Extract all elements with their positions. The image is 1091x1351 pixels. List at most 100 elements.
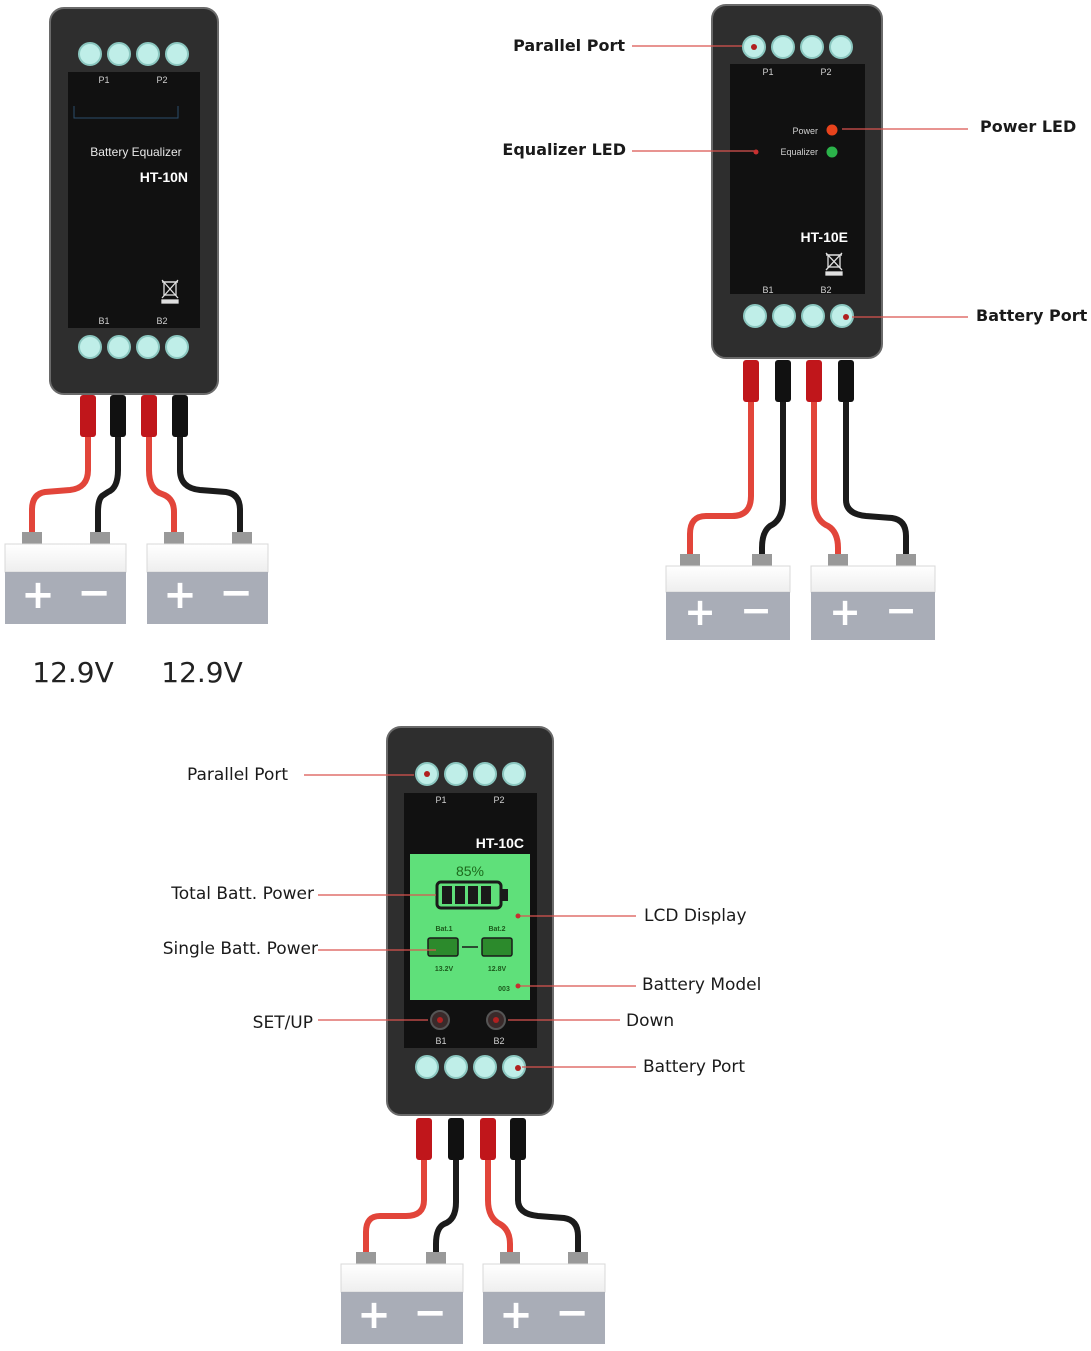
red-connector [416, 1118, 432, 1160]
lcd-model-code: 003 [498, 986, 510, 993]
minus-sign: − [555, 1290, 589, 1336]
callouts-ht10c [304, 774, 636, 1068]
terminal [772, 304, 796, 328]
highlight-dot [515, 1065, 521, 1071]
battery-1-voltage: 12.9V [32, 656, 114, 689]
port-label-b2: B2 [820, 285, 831, 295]
black-connector [775, 360, 791, 402]
red-connector [743, 360, 759, 402]
callout-parallel-port: Parallel Port [187, 765, 288, 785]
wires-ht10e [687, 377, 909, 563]
terminal [502, 762, 526, 786]
port-label-p2: P2 [156, 75, 167, 85]
weee-bin-icon [825, 252, 843, 276]
lcd-single-battery-icons [427, 937, 513, 957]
panel-bracket [73, 106, 179, 119]
minus-sign: − [885, 588, 917, 632]
battery-1: + − [340, 1252, 464, 1344]
lcd-batt1-label: Bat.1 [435, 926, 452, 933]
terminal [415, 1055, 439, 1079]
callout-battery-port: Battery Port [976, 306, 1088, 325]
lcd-batt1-voltage: 13.2V [435, 966, 454, 973]
battery-port-terminal [830, 304, 854, 328]
lcd-display [410, 854, 530, 1000]
terminal [78, 335, 102, 359]
callout-battery-port: Battery Port [643, 1057, 745, 1077]
device-title: Battery Equalizer [90, 145, 181, 159]
device-panel [730, 64, 865, 294]
terminal-row-top [742, 35, 853, 59]
red-connector [806, 360, 822, 402]
device-ht10e: P1 P2 Power Equalizer HT-10E B1 B2 [502, 4, 1088, 640]
callouts-ht10e [632, 45, 968, 318]
battery-1: + − [4, 532, 127, 624]
equalizer-led [826, 146, 838, 158]
highlight-dot [843, 314, 849, 320]
terminal-row-bottom [743, 304, 854, 328]
callout-total-power: Total Batt. Power [170, 884, 314, 904]
plus-sign: + [499, 1292, 533, 1338]
callout-equalizer-led: Equalizer LED [502, 140, 626, 159]
black-connector [448, 1118, 464, 1160]
black-connector [838, 360, 854, 402]
plus-sign: + [21, 572, 55, 618]
device-model: HT-10C [476, 835, 524, 851]
plus-sign: + [684, 590, 716, 634]
terminal [78, 42, 102, 66]
port-label-p2: P2 [493, 795, 504, 805]
plus-sign: + [163, 572, 197, 618]
minus-sign: − [219, 570, 253, 616]
black-connector [172, 395, 188, 437]
battery-1: + − [665, 554, 791, 640]
callout-set-up: SET/UP [253, 1013, 313, 1033]
terminal [743, 304, 767, 328]
terminal [107, 335, 131, 359]
red-connector [80, 395, 96, 437]
port-label-b1: B1 [435, 1036, 446, 1046]
device-model: HT-10N [140, 169, 188, 185]
battery-port-terminal [502, 1055, 526, 1079]
callout-battery-model: Battery Model [642, 975, 761, 995]
battery-2-voltage: 12.9V [161, 656, 243, 689]
device-model: HT-10E [801, 229, 848, 245]
terminal [444, 1055, 468, 1079]
port-label-b2: B2 [156, 316, 167, 326]
callout-power-led: Power LED [980, 117, 1076, 136]
terminal [829, 35, 853, 59]
equalizer-led-label: Equalizer [780, 147, 818, 157]
highlight-dot [437, 1017, 443, 1023]
power-led-label: Power [792, 126, 818, 136]
lcd-percent: 85% [456, 863, 484, 879]
terminal [800, 35, 824, 59]
terminal [165, 335, 189, 359]
terminal-row-top [78, 42, 189, 66]
black-connector [510, 1118, 526, 1160]
device-panel [68, 72, 200, 328]
battery-2: + − [810, 554, 936, 640]
port-label-b1: B1 [98, 316, 109, 326]
callout-lcd-display: LCD Display [644, 906, 747, 926]
terminal [473, 1055, 497, 1079]
lcd-total-battery-icon [435, 880, 508, 910]
wires-ht10c [363, 1137, 581, 1261]
minus-sign: − [77, 570, 111, 616]
minus-sign: − [413, 1290, 447, 1336]
wires-ht10n [29, 417, 243, 543]
callout-down: Down [626, 1011, 674, 1031]
callout-dot [515, 983, 521, 989]
port-label-p1: P1 [762, 67, 773, 77]
highlight-dot [493, 1017, 499, 1023]
highlight-dot [424, 771, 430, 777]
weee-bin-icon [161, 279, 179, 304]
port-label-p1: P1 [98, 75, 109, 85]
terminal-row-bottom [415, 1055, 526, 1079]
terminal [136, 42, 160, 66]
terminal-row-top [415, 762, 526, 786]
minus-sign: − [740, 588, 772, 632]
terminal [801, 304, 825, 328]
black-connector [110, 395, 126, 437]
terminal [444, 762, 468, 786]
terminal [165, 42, 189, 66]
callout-dot [515, 913, 521, 919]
device-ht10c: P1 P2 HT-10C 85% Bat.1 Bat.2 13.2V 12.8V… [163, 726, 761, 1344]
